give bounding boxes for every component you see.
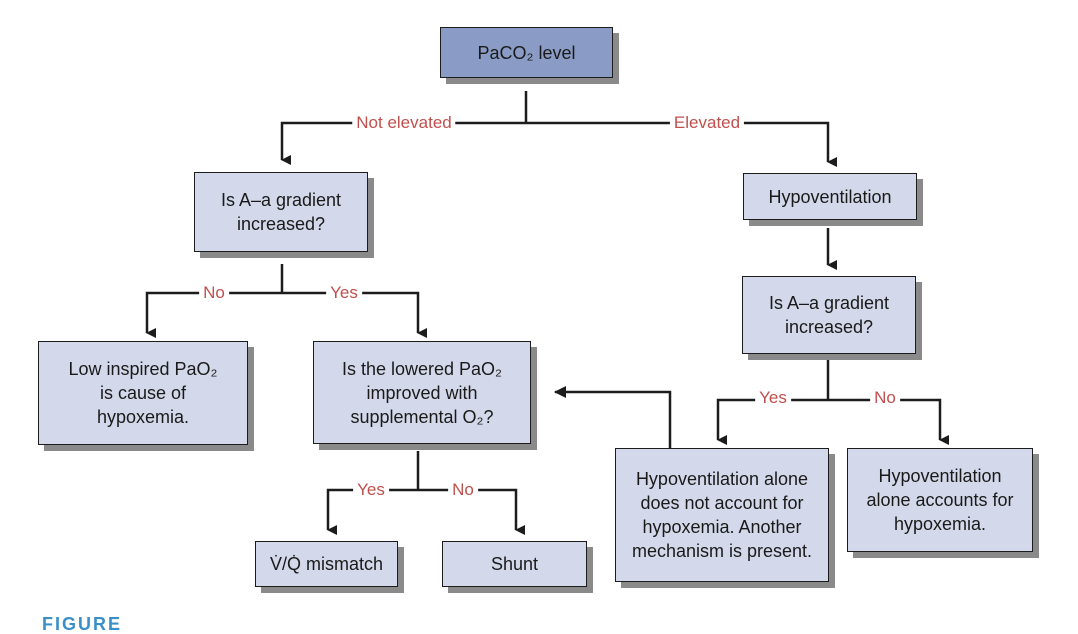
connector-left-no bbox=[145, 291, 282, 338]
node-low-inspired: Low inspired PaO₂ is cause of hypoxemia. bbox=[38, 341, 248, 445]
edge-label-left-yes: Yes bbox=[326, 283, 362, 303]
node-vq-mismatch-text: V̇/Q̇ mismatch bbox=[269, 554, 384, 574]
node-aa-gradient-left-text: Is A–a gradient increased? bbox=[220, 190, 342, 234]
node-vq-mismatch: V̇/Q̇ mismatch bbox=[255, 541, 398, 587]
node-another-mechanism-text: Hypoventilation alone does not account f… bbox=[631, 469, 813, 561]
node-another-mechanism: Hypoventilation alone does not account f… bbox=[615, 448, 829, 582]
node-accounts-for-text: Hypoventilation alone accounts for hypox… bbox=[866, 466, 1014, 534]
node-hypoventilation-text: Hypoventilation bbox=[768, 186, 892, 207]
edge-label-right-yes: Yes bbox=[755, 388, 791, 408]
node-aa-gradient-right-text: Is A–a gradient increased? bbox=[768, 293, 890, 337]
node-supplemental-o2: Is the lowered PaO₂ improved with supple… bbox=[313, 341, 531, 444]
edge-label-bottom-no: No bbox=[448, 480, 478, 500]
connector-right-no bbox=[828, 398, 949, 445]
edge-label-elevated: Elevated bbox=[669, 113, 745, 133]
node-low-inspired-text: Low inspired PaO₂ is cause of hypoxemia. bbox=[68, 359, 218, 427]
connector-feedback bbox=[554, 386, 672, 448]
node-accounts-for: Hypoventilation alone accounts for hypox… bbox=[847, 448, 1033, 552]
figure-caption: FIGURE bbox=[42, 614, 123, 634]
node-aa-gradient-right: Is A–a gradient increased? bbox=[742, 276, 916, 354]
edge-label-left-no: No bbox=[199, 283, 229, 303]
edge-label-bottom-yes: Yes bbox=[353, 480, 389, 500]
node-hypoventilation: Hypoventilation bbox=[743, 173, 917, 220]
connector-right-yes bbox=[716, 398, 828, 445]
node-paco2-level-text: PaCO₂ level bbox=[477, 42, 576, 63]
connector-elevated bbox=[526, 121, 837, 167]
node-shunt: Shunt bbox=[442, 541, 587, 587]
node-shunt-text: Shunt bbox=[490, 554, 539, 574]
node-paco2-level: PaCO₂ level bbox=[440, 27, 613, 78]
edge-label-right-no: No bbox=[870, 388, 900, 408]
edge-label-not-elevated: Not elevated bbox=[352, 113, 456, 133]
node-supplemental-o2-text: Is the lowered PaO₂ improved with supple… bbox=[341, 358, 503, 427]
node-aa-gradient-left: Is A–a gradient increased? bbox=[194, 172, 368, 252]
